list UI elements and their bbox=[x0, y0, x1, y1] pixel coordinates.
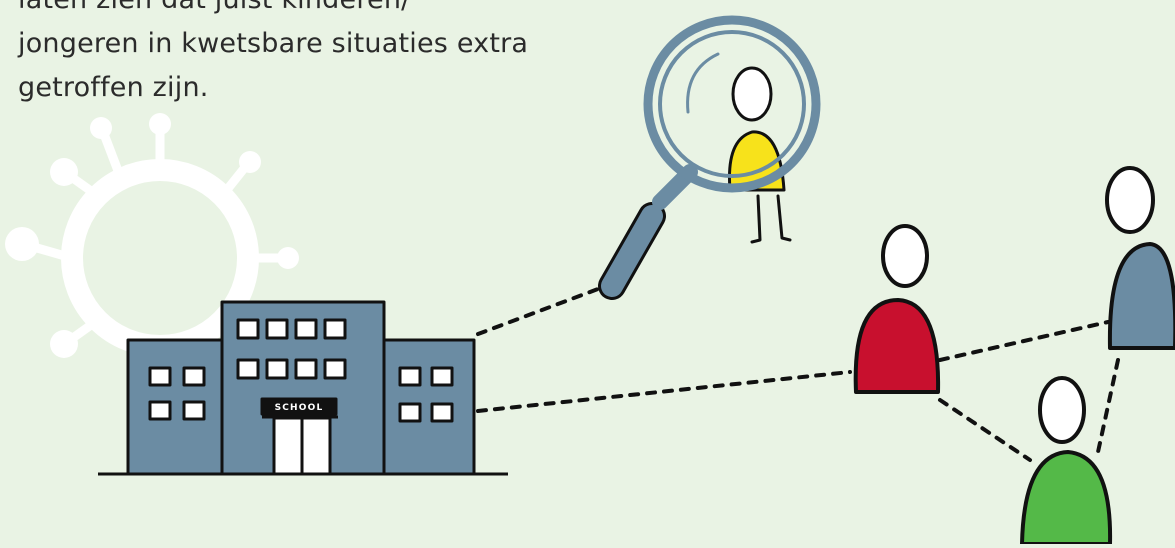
person-icon bbox=[1020, 376, 1113, 546]
green-person-head bbox=[1038, 376, 1086, 444]
connection-red-green bbox=[938, 398, 1032, 462]
magnifier-lens bbox=[643, 15, 821, 193]
intro-text-line: jongeren in kwetsbare situaties extra bbox=[18, 28, 529, 59]
intro-text: laten zien dat juist kinderen/ jongeren … bbox=[18, 0, 638, 110]
school-right-wing bbox=[380, 338, 476, 476]
person-icon bbox=[853, 224, 941, 394]
intro-text-line: getroffen zijn. bbox=[18, 72, 209, 103]
school-left-wing bbox=[126, 338, 226, 476]
magnifying-glass-icon bbox=[598, 15, 821, 300]
connection-blue-green bbox=[1096, 358, 1120, 454]
connection-red-blue bbox=[938, 320, 1110, 362]
school-windows bbox=[148, 318, 454, 423]
blue-person-body bbox=[1107, 242, 1175, 350]
connection-school-red-person bbox=[476, 370, 852, 413]
school-sign bbox=[260, 397, 338, 416]
red-person-head bbox=[881, 224, 929, 288]
connection-lines bbox=[476, 284, 1120, 462]
intro-text-line: laten zien dat juist kinderen/ bbox=[18, 0, 638, 22]
connection-school-magnifier bbox=[476, 284, 608, 336]
red-person-body bbox=[853, 298, 941, 394]
school-building-icon: SCHOOL bbox=[98, 300, 508, 476]
person-icon bbox=[1105, 166, 1175, 350]
school-sign-label: SCHOOL bbox=[275, 403, 324, 413]
green-person-body bbox=[1020, 450, 1113, 546]
blue-person-head bbox=[1105, 166, 1155, 234]
